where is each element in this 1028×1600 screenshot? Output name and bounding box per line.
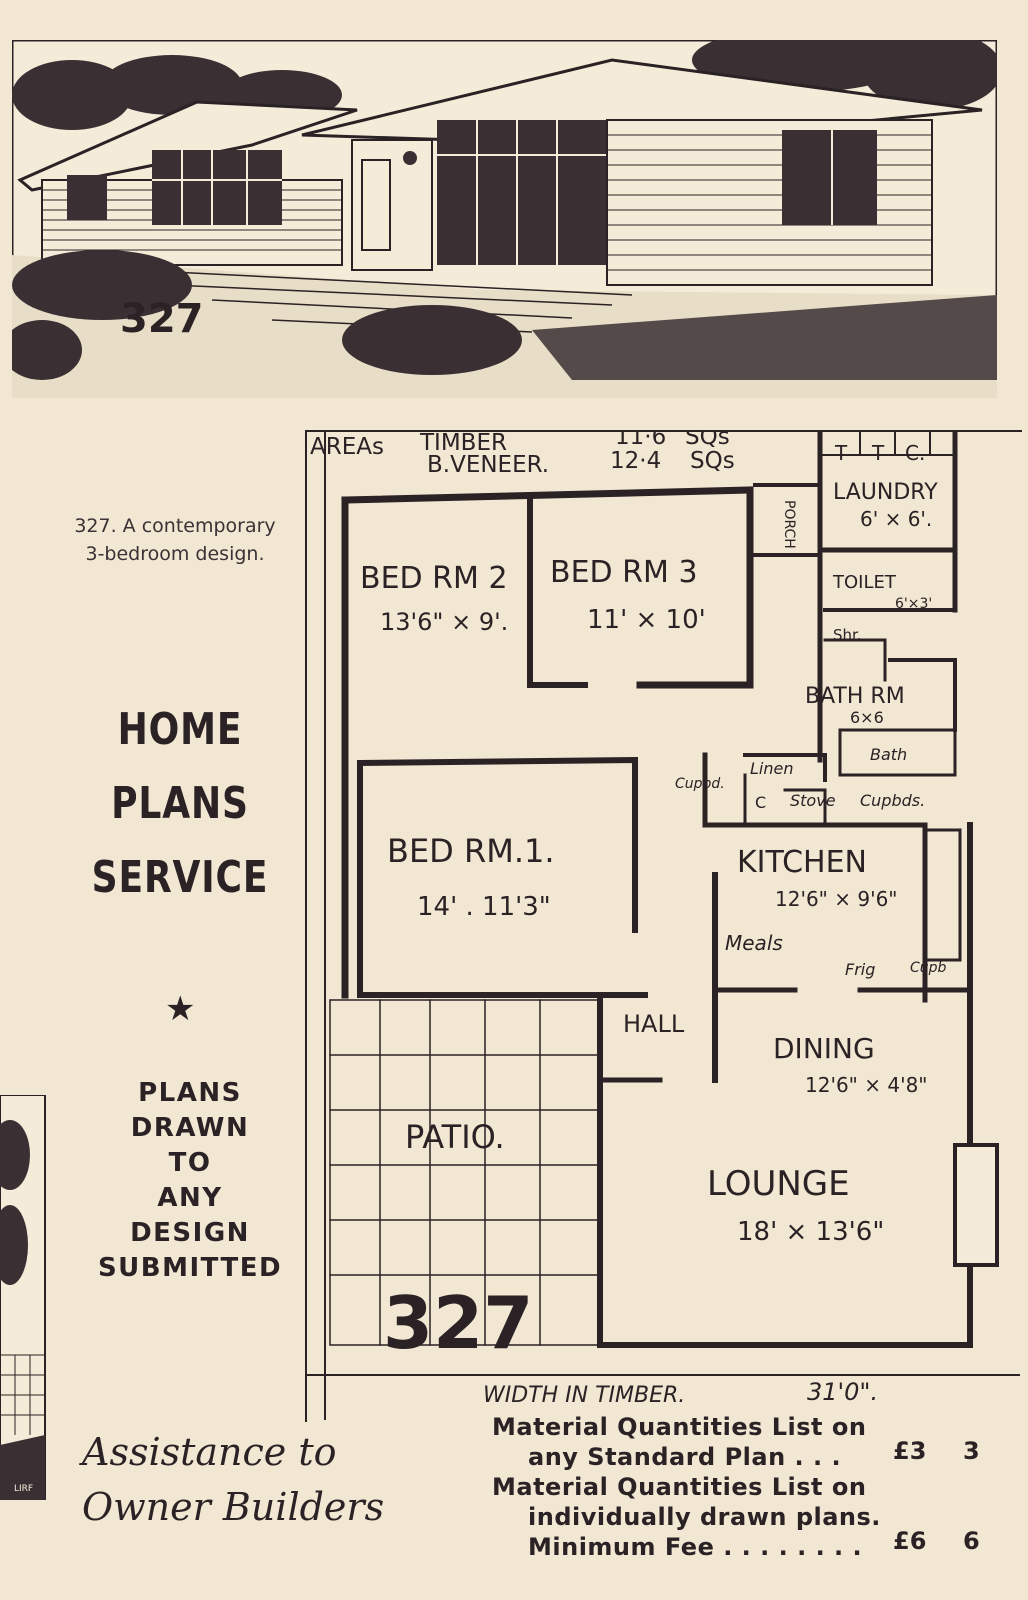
kitchen-label: KITCHEN bbox=[737, 845, 867, 880]
cupboard-label: Cupbd. bbox=[675, 776, 725, 792]
caption-line-2: 3-bedroom design. bbox=[85, 543, 265, 565]
bed1-wall bbox=[356, 756, 638, 933]
thumb-label: LIRF bbox=[14, 1484, 33, 1494]
kitchen-wall bbox=[702, 752, 928, 1003]
house-perspective-sketch: 327 bbox=[12, 40, 997, 398]
patio-label: PATIO. bbox=[405, 1118, 505, 1156]
bed2-size: 13'6" × 9'. bbox=[380, 608, 508, 636]
bed1-south-wall bbox=[357, 760, 648, 998]
bed3-wall bbox=[341, 486, 754, 689]
bathroom-label: BATH RM bbox=[805, 684, 905, 709]
mql-item1-price-b: 3 bbox=[963, 1437, 980, 1465]
veneer-label: B.VENEER. bbox=[427, 452, 549, 478]
bath-tub bbox=[838, 728, 957, 777]
sqs-label-1: SQs bbox=[685, 430, 730, 450]
floor-plan: AREAs TIMBER B.VENEER. 11·6 12·4 SQs SQs… bbox=[305, 430, 1020, 1420]
home-heading: HOME bbox=[117, 704, 243, 755]
bed2-label: BED RM 2 bbox=[360, 561, 508, 596]
toilet-size: 6'×3' bbox=[895, 596, 932, 612]
design-caption: 327. A contemporary 3-bedroom design. bbox=[40, 512, 310, 568]
plan-frame bbox=[305, 430, 1022, 1422]
bathroom-size: 6×6 bbox=[850, 708, 884, 727]
mql-item2-line2: individually drawn plans. bbox=[528, 1503, 881, 1531]
assistance-line-2: Owner Builders bbox=[82, 1485, 385, 1529]
dining-size: 12'6" × 4'8" bbox=[805, 1073, 928, 1097]
porch-walls bbox=[753, 483, 822, 557]
width-value: 31'0". bbox=[807, 1378, 878, 1406]
bed-divider-wall bbox=[527, 497, 588, 688]
caption-line-1: 327. A contemporary bbox=[74, 515, 276, 537]
porch-label: PORCH bbox=[781, 500, 797, 549]
hall-label: HALL bbox=[623, 1010, 685, 1038]
plans-drawn-line-6: SUBMITTED bbox=[97, 1253, 283, 1283]
mql-item2-price-b: 6 bbox=[963, 1527, 980, 1555]
mql-item1-line2: any Standard Plan . . . bbox=[528, 1443, 842, 1471]
mql-item2-line3: Minimum Fee . . . . . . . . bbox=[528, 1533, 863, 1561]
mql-item2-price: £6 bbox=[893, 1527, 927, 1555]
kitchen-size: 12'6" × 9'6" bbox=[775, 887, 898, 911]
dining-label: DINING bbox=[773, 1032, 875, 1065]
plans-drawn-line-5: DESIGN bbox=[130, 1218, 250, 1248]
plans-drawn-line-2: DRAWN bbox=[130, 1113, 250, 1143]
timber-area: 11·6 bbox=[615, 430, 666, 450]
plans-drawn-line-4: ANY bbox=[157, 1183, 223, 1213]
plans-drawn-line-1: PLANS bbox=[138, 1078, 242, 1108]
plans-heading: PLANS bbox=[111, 778, 249, 829]
lounge-label: LOUNGE bbox=[707, 1164, 850, 1204]
bed1-label: BED RM.1. bbox=[387, 832, 555, 870]
copper-label: C. bbox=[905, 441, 925, 465]
plans-drawn-line-3: TO bbox=[168, 1148, 212, 1178]
trough-2: T bbox=[871, 441, 885, 465]
mql-item1-price: £3 bbox=[893, 1437, 927, 1465]
mql-item2-line1: Material Quantities List on bbox=[492, 1473, 867, 1501]
cupboard-small-label: Cupb bbox=[910, 960, 947, 976]
veneer-area: 12·4 bbox=[610, 448, 661, 474]
laundry-size: 6' × 6'. bbox=[860, 507, 932, 531]
width-label: WIDTH IN TIMBER. bbox=[483, 1383, 685, 1408]
sketch-number: 327 bbox=[120, 296, 204, 342]
cupboards-label: Cupbds. bbox=[860, 791, 925, 810]
service-heading: SERVICE bbox=[91, 852, 269, 903]
laundry-label: LAUNDRY bbox=[833, 480, 938, 505]
fridge-label: Frig bbox=[845, 960, 875, 979]
c-label: C bbox=[755, 793, 766, 812]
bed3-size: 11' × 10' bbox=[587, 605, 706, 635]
toilet-label: TOILET bbox=[832, 572, 897, 593]
fireplace bbox=[953, 1143, 999, 1267]
trough-1: T bbox=[834, 441, 848, 465]
bed1-size: 14' . 11'3" bbox=[417, 892, 551, 922]
mql-item1-line1: Material Quantities List on bbox=[492, 1413, 867, 1441]
shower-label: Shr. bbox=[833, 626, 862, 644]
star-icon: ★ bbox=[165, 989, 196, 1029]
areas-label: AREAs bbox=[310, 434, 384, 460]
stove-label: Stove bbox=[790, 791, 836, 810]
linen-label: Linen bbox=[750, 759, 793, 778]
bed3-label: BED RM 3 bbox=[550, 555, 698, 590]
plan-number: 327 bbox=[383, 1281, 533, 1365]
bath-label: Bath bbox=[870, 745, 907, 764]
meals-label: Meals bbox=[725, 931, 783, 955]
patio-grid bbox=[329, 999, 601, 1346]
adjacent-plan-thumbnail: LIRF bbox=[0, 1095, 46, 1500]
assistance-line-1: Assistance to bbox=[82, 1430, 337, 1474]
timber-label: TIMBER bbox=[419, 430, 507, 456]
lounge-size: 18' × 13'6" bbox=[737, 1217, 884, 1247]
sqs-label-2: SQs bbox=[690, 448, 735, 474]
